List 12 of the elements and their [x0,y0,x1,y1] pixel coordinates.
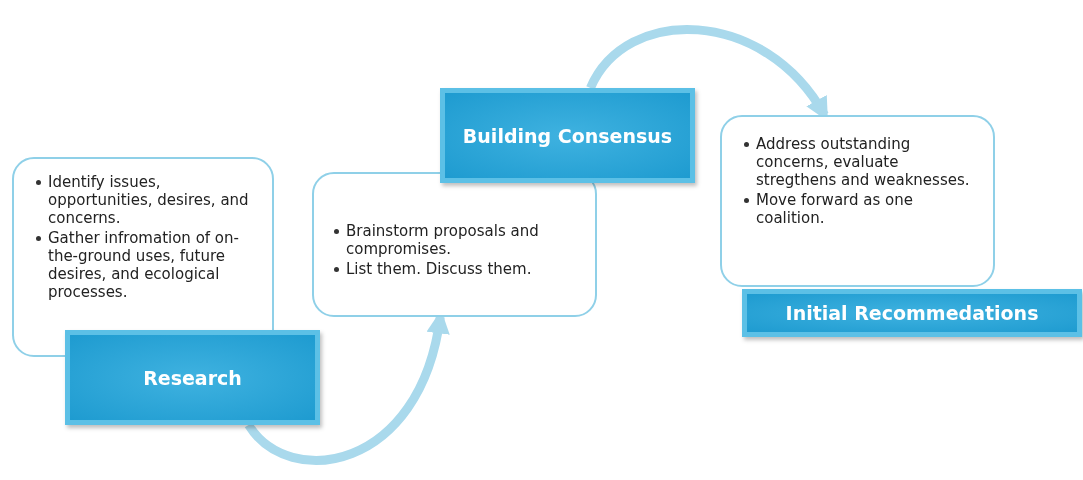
text-card [12,157,274,357]
bullet-text: Move forward as one coalition. [756,191,914,227]
bullet-text: List them. Discuss them. [346,260,532,278]
text-card [720,115,995,287]
stage-label-box: Building Consensus [440,88,695,183]
bullet-text: Brainstorm proposals and compromises. [346,222,540,258]
stage-label-box: Initial Recommedations [742,289,1082,337]
bullet-text: Address outstanding concerns, evaluate stregthens and weaknesses. [756,135,971,189]
text-card [312,172,597,317]
bullet-text: Identify issues, opportunities, desires, and concerns. [48,173,250,227]
stage-label-box: Research [65,330,320,425]
bullet-text: Gather infromation of on-the-ground uses, future desires, and ecological processes. [48,229,240,301]
